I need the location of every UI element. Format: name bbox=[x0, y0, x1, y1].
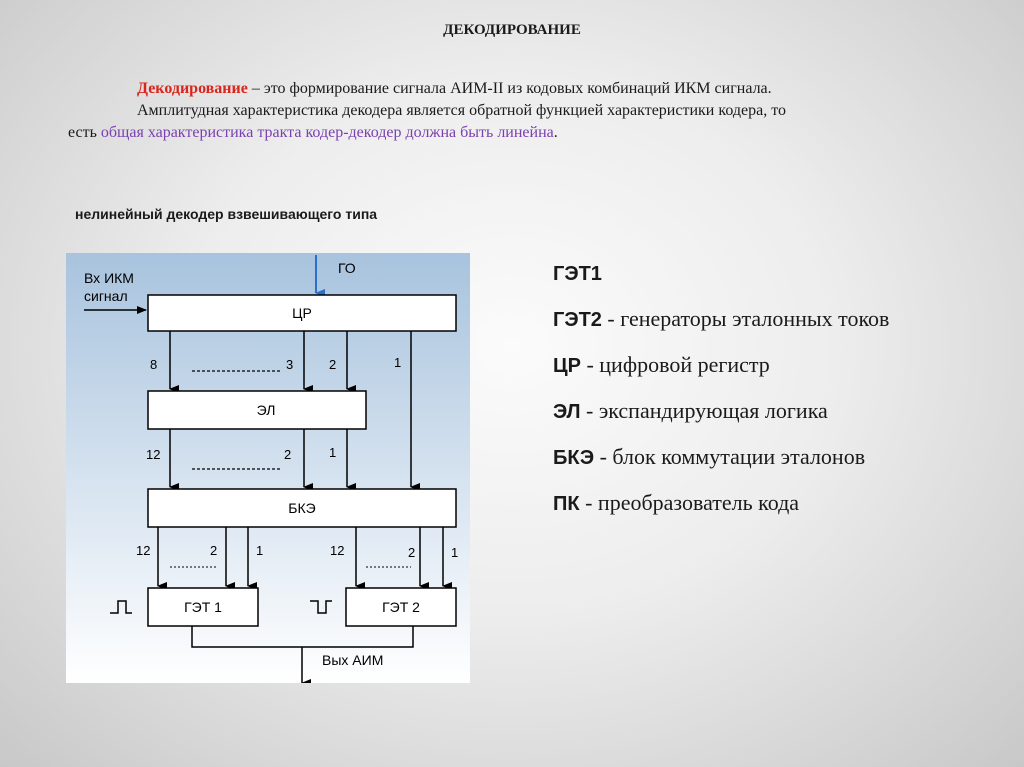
legend-text: - цифровой регистр bbox=[580, 352, 770, 377]
input-label-2: сигнал bbox=[84, 288, 128, 304]
get2-label: ГЭТ 2 bbox=[382, 599, 420, 615]
legend-abbr: ГЭТ2 bbox=[553, 309, 602, 331]
characteristic-line: Амплитудная характеристика декодера явля… bbox=[137, 102, 786, 119]
legend-row-get2: ГЭТ2 - генераторы эталонных токов bbox=[553, 296, 889, 342]
intro-paragraph: Декодирование – это формирование сигнала… bbox=[68, 78, 988, 144]
el-out-12-label: 12 bbox=[146, 447, 160, 462]
linearity-prefix: есть bbox=[68, 124, 101, 141]
legend-row-bke: БКЭ - блок коммутации эталонов bbox=[553, 434, 889, 480]
legend-abbr: БКЭ bbox=[553, 447, 595, 469]
legend-row-el: ЭЛ - экспандирующая логика bbox=[553, 388, 889, 434]
bke-l-2-label: 2 bbox=[210, 543, 217, 558]
el-out-1-label: 1 bbox=[329, 445, 336, 460]
legend-abbr: ГЭТ1 bbox=[553, 263, 602, 285]
input-label-1: Вх ИКМ bbox=[84, 270, 134, 286]
el-label: ЭЛ bbox=[257, 402, 276, 418]
get1-block bbox=[147, 587, 259, 627]
definition-line: Декодирование – это формирование сигнала… bbox=[68, 78, 988, 100]
legend-text: - генераторы эталонных токов bbox=[601, 306, 890, 331]
linearity-line: есть общая характеристика тракта кодер-д… bbox=[68, 122, 988, 144]
term-decoding: Декодирование bbox=[137, 80, 248, 97]
el-block bbox=[147, 390, 367, 430]
legend-row-get1: ГЭТ1 bbox=[553, 250, 889, 296]
cr-out-8-label: 8 bbox=[150, 357, 157, 372]
definition-text: – это формирование сигнала АИМ-II из код… bbox=[247, 80, 772, 97]
get2-block bbox=[345, 587, 457, 627]
bke-label: БКЭ bbox=[288, 500, 315, 516]
bke-r-12-label: 12 bbox=[330, 543, 344, 558]
el-out-2-label: 2 bbox=[284, 447, 291, 462]
legend-row-pk: ПК - преобразователь кода bbox=[553, 480, 889, 526]
output-label: Вых АИМ bbox=[322, 652, 383, 668]
get1-label: ГЭТ 1 bbox=[184, 599, 222, 615]
legend-abbr: ПК bbox=[553, 493, 580, 515]
diagram-subtitle: нелинейный декодер взвешивающего типа bbox=[75, 206, 378, 222]
bke-l-1-label: 1 bbox=[256, 543, 263, 558]
decoder-diagram: ГО Вх ИКМ сигнал ЦР 8 3 2 1 ЭЛ 12 2 1 БК… bbox=[66, 253, 470, 687]
cr-out-3-label: 3 bbox=[286, 357, 293, 372]
legend-abbr: ЭЛ bbox=[553, 401, 581, 423]
legend-abbr: ЦР bbox=[553, 355, 581, 377]
bke-r-2-label: 2 bbox=[408, 545, 415, 560]
abbreviation-legend: ГЭТ1 ГЭТ2 - генераторы эталонных токов Ц… bbox=[553, 250, 889, 526]
legend-text: - экспандирующая логика bbox=[580, 398, 828, 423]
legend-row-cr: ЦР - цифровой регистр bbox=[553, 342, 889, 388]
legend-text: - преобразователь кода bbox=[579, 490, 800, 515]
legend-text: - блок коммутации эталонов bbox=[594, 444, 866, 469]
bke-l-12-label: 12 bbox=[136, 543, 150, 558]
cr-label: ЦР bbox=[292, 305, 312, 321]
linearity-highlight: общая характеристика тракта кодер-декоде… bbox=[100, 124, 554, 141]
cr-out-1-label: 1 bbox=[394, 355, 401, 370]
go-label: ГО bbox=[338, 260, 356, 276]
negative-pulse-icon bbox=[310, 600, 332, 614]
cr-out-2-label: 2 bbox=[329, 357, 336, 372]
page-title: ДЕКОДИРОВАНИЕ bbox=[443, 22, 581, 38]
bke-r-1-label: 1 bbox=[451, 545, 458, 560]
decoder-block-diagram: ГО Вх ИКМ сигнал ЦР 8 3 2 1 ЭЛ 12 2 1 БК… bbox=[66, 253, 470, 687]
bke-block bbox=[147, 488, 457, 528]
linearity-suffix: . bbox=[553, 124, 558, 141]
cr-block bbox=[147, 294, 457, 332]
positive-pulse-icon bbox=[110, 600, 132, 614]
